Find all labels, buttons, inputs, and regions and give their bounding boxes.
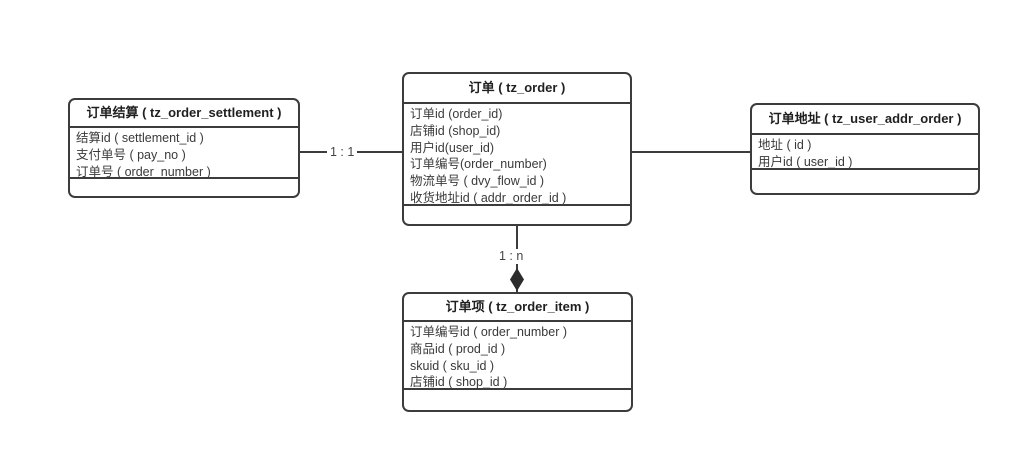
entity-field: 店铺id ( shop_id )	[410, 375, 508, 390]
entity-order-settlement-title: 订单结算 ( tz_order_settlement )	[70, 100, 298, 128]
entity-field: 地址 ( id )	[758, 138, 812, 152]
entity-field: 收货地址id ( addr_order_id )	[410, 190, 567, 205]
entity-user-addr-order-empty-compartment	[752, 170, 978, 193]
entity-order-settlement[interactable]: 订单结算 ( tz_order_settlement ) 结算id ( sett…	[68, 98, 300, 198]
entity-order-item-empty-compartment	[404, 390, 631, 410]
entity-field: 用户id(user_id)	[410, 140, 495, 155]
connector-label-one-to-one: 1 : 1	[327, 145, 358, 160]
entity-field: 用户id ( user_id )	[758, 154, 853, 169]
entity-field: 订单号 ( order_number )	[76, 164, 211, 179]
filled-diamond-arrow-icon	[510, 268, 524, 291]
entity-field: 店铺id (shop_id)	[410, 123, 501, 138]
entity-order-empty-compartment	[404, 206, 630, 224]
entity-field: 支付单号 ( pay_no )	[76, 147, 186, 162]
entity-order-settlement-empty-compartment	[70, 179, 298, 196]
entity-field: 订单id (order_id)	[410, 107, 503, 121]
connector-label-one-to-n: 1 : n	[496, 249, 527, 264]
entity-field: 订单编号(order_number)	[410, 157, 547, 172]
entity-order-item-fields: 订单编号id ( order_number ) 商品id ( prod_id ) s…	[404, 322, 631, 390]
entity-field: 物流单号 ( dvy_flow_id )	[410, 174, 545, 189]
entity-order-fields: 订单id (order_id) 店铺id (shop_id) 用户id(user_i…	[404, 104, 630, 206]
entity-field: 订单编号id ( order_number )	[410, 325, 567, 339]
entity-order-title: 订单 ( tz_order )	[404, 74, 630, 104]
entity-order-item[interactable]: 订单项 ( tz_order_item ) 订单编号id ( order_num…	[402, 292, 633, 412]
entity-order[interactable]: 订单 ( tz_order ) 订单id (order_id) 店铺id (sho…	[402, 72, 632, 226]
entity-field: skuid ( sku_id )	[410, 358, 495, 373]
entity-field: 结算id ( settlement_id )	[76, 131, 204, 145]
entity-user-addr-order-title: 订单地址 ( tz_user_addr_order )	[752, 105, 978, 135]
entity-field: 商品id ( prod_id )	[410, 341, 506, 356]
entity-order-item-title: 订单项 ( tz_order_item )	[404, 294, 631, 322]
entity-user-addr-order[interactable]: 订单地址 ( tz_user_addr_order ) 地址 ( id ) 用户i…	[750, 103, 980, 195]
connector-order-to-addr	[632, 151, 750, 153]
entity-order-settlement-fields: 结算id ( settlement_id ) 支付单号 ( pay_no ) 订单号…	[70, 128, 298, 179]
entity-user-addr-order-fields: 地址 ( id ) 用户id ( user_id )	[752, 135, 978, 170]
